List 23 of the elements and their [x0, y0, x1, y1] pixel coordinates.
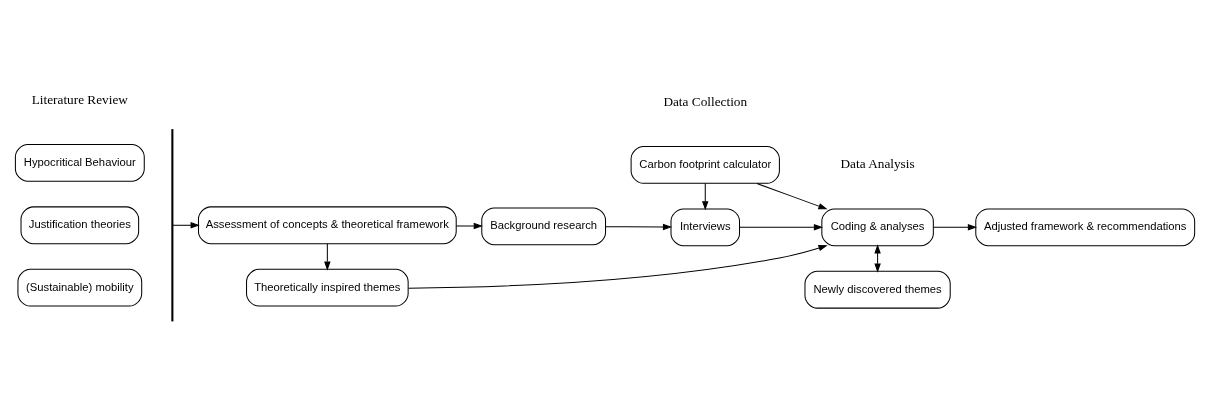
- node-box: Assessment of concepts & theoretical framework: [197, 206, 457, 245]
- node-box: Carbon footprint calculator: [630, 146, 780, 184]
- node-box: Newly discovered themes: [804, 270, 951, 309]
- arrow: [605, 223, 673, 231]
- label: Literature Review: [31, 91, 128, 107]
- arrow: [756, 183, 828, 210]
- arrow: [172, 222, 200, 229]
- label: Data Analysis: [840, 156, 915, 172]
- node-box: Coding & analyses: [821, 208, 934, 247]
- node-box: Justification theories: [20, 206, 140, 245]
- node-box: Interviews: [670, 208, 741, 247]
- arrow: [932, 224, 978, 231]
- node-box: (Sustainable) mobility: [17, 268, 143, 307]
- arrow: [324, 243, 331, 271]
- arrow: [408, 244, 828, 289]
- node-box: Background research: [481, 207, 607, 246]
- node-box: Hypocritical Behaviour: [14, 143, 145, 182]
- arrow: [739, 224, 824, 231]
- arrow: [455, 222, 483, 230]
- arrow: [702, 182, 709, 211]
- node-box: Adjusted framework & recommendations: [975, 208, 1196, 247]
- node-box: Theoretically inspired themes: [246, 268, 409, 307]
- label: Data Collection: [663, 94, 748, 110]
